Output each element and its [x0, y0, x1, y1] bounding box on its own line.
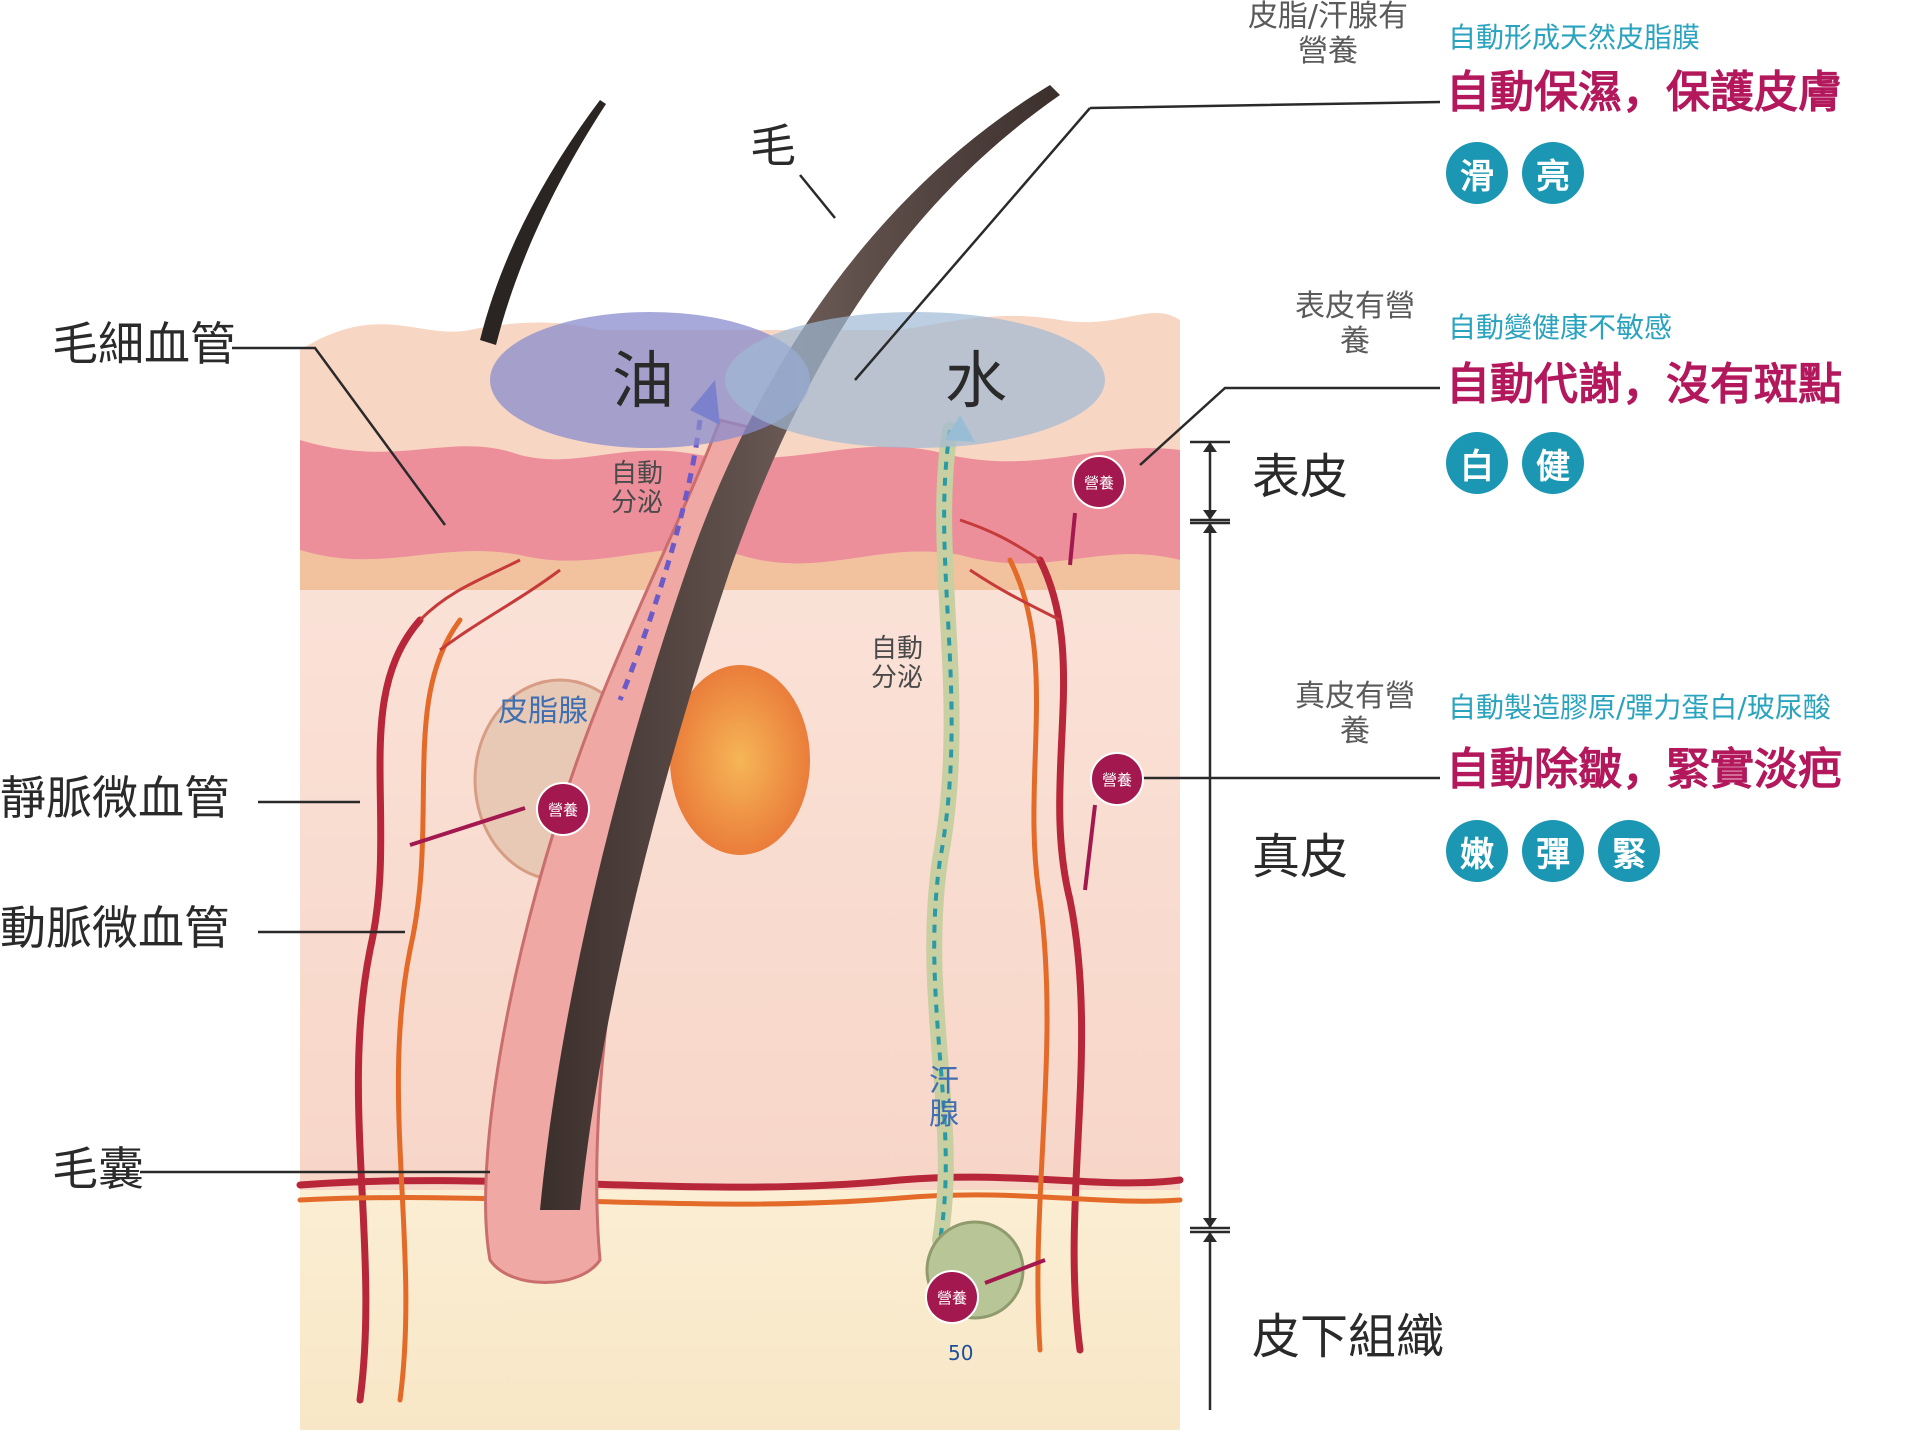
section-1-sub: 自動形成天然皮脂膜 [1448, 22, 1700, 54]
bracket-subcutis [1190, 1232, 1230, 1410]
label-follicle: 毛囊 [52, 1143, 144, 1196]
section-3-badge-2: 彈 [1522, 820, 1584, 882]
label-venous: 靜脈微血管 [0, 772, 230, 825]
section-3-label: 真皮有營養 [1295, 680, 1415, 749]
nutrition-badge-sweat: 營養 [925, 1270, 979, 1324]
hair-left [480, 100, 606, 345]
leader-hair [800, 175, 835, 218]
label-hair: 毛 [750, 120, 796, 173]
section-1-badge-1: 滑 [1446, 142, 1508, 204]
label-sebaceous: 皮脂腺 [498, 695, 588, 728]
label-dermis: 真皮 [1252, 830, 1348, 885]
section-3-badge-3: 緊 [1598, 820, 1660, 882]
label-arterial: 動脈微血管 [0, 902, 230, 955]
section-1-label: 皮脂/汗腺有營養 [1238, 0, 1418, 69]
oil-gland-orange [670, 665, 810, 855]
section-3-sub: 自動製造膠原/彈力蛋白/玻尿酸 [1448, 692, 1831, 724]
label-water: 水 [945, 345, 1007, 416]
subcutis-layer [300, 1180, 1180, 1430]
nutrition-badge-epidermis: 營養 [1072, 455, 1126, 509]
section-2-sub: 自動變健康不敏感 [1448, 312, 1672, 344]
section-2-badge-2: 健 [1522, 432, 1584, 494]
nutrition-badge-dermis: 營養 [1090, 752, 1144, 806]
label-epidermis: 表皮 [1252, 450, 1348, 505]
bracket-dermis [1190, 523, 1230, 1228]
section-3-badge-1: 嫩 [1446, 820, 1508, 882]
section-2-label: 表皮有營養 [1295, 290, 1415, 359]
label-capillary: 毛細血管 [52, 318, 236, 371]
bracket-epidermis [1190, 442, 1230, 520]
section-2-main: 自動代謝，沒有斑點 [1446, 360, 1842, 411]
label-sweat-gland: 汗腺 [926, 1065, 962, 1131]
section-1-badge-2: 亮 [1522, 142, 1584, 204]
nutrition-badge-sebaceous: 營養 [536, 782, 590, 836]
label-secrete-sweat: 自動分泌 [865, 635, 929, 692]
label-subcutis: 皮下組織 [1252, 1310, 1444, 1365]
page-number: 50 [948, 1342, 973, 1365]
section-2-badge-1: 白 [1446, 432, 1508, 494]
label-secrete-oil: 自動分泌 [605, 460, 669, 517]
section-1-main: 自動保濕，保護皮膚 [1446, 68, 1842, 119]
label-oil: 油 [612, 345, 674, 416]
section-3-main: 自動除皺，緊實淡疤 [1446, 745, 1842, 796]
water-ellipse [725, 312, 1105, 448]
